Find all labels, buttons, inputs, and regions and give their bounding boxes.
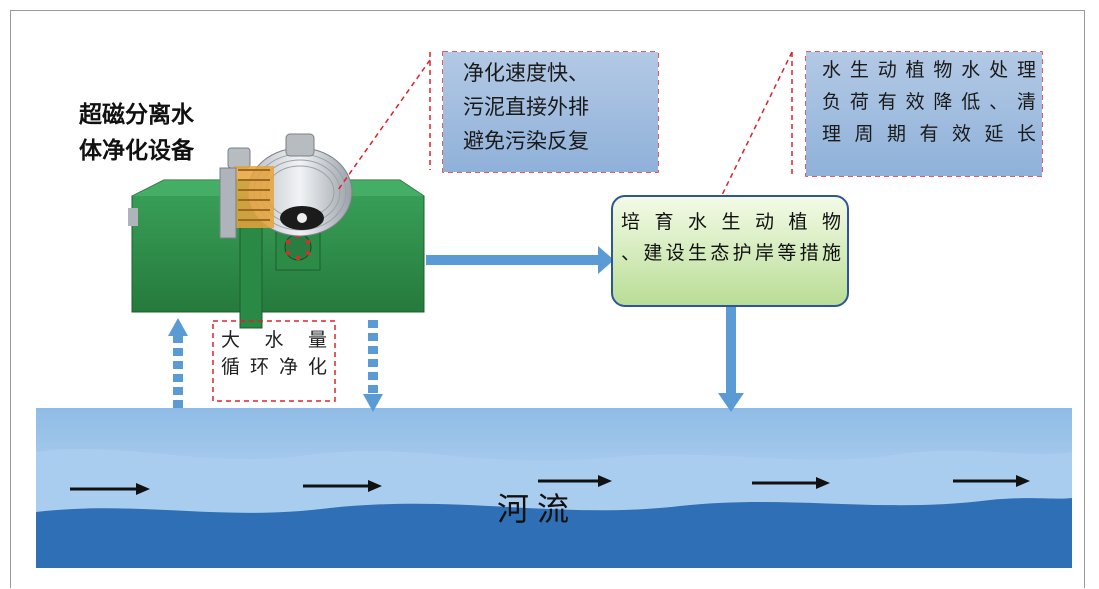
device-title: 超磁分离水 体净化设备 xyxy=(79,97,194,169)
measures-box: 培育水生动植物 、建设生态护岸等措施 xyxy=(611,195,849,307)
measures-line1: 培育水生动植物 xyxy=(621,211,841,233)
river-label: 河流 xyxy=(497,490,578,528)
benefit-right-line1: 水生动植物水处理 xyxy=(822,59,1036,81)
circulation-arrows xyxy=(168,318,383,412)
device-illustration xyxy=(128,133,425,329)
benefit-box-left: 净化速度快、 污泥直接外排 避免污染反复 xyxy=(443,52,658,172)
circulation-line2: 循环净化 xyxy=(221,356,327,378)
benefit-box-right: 水生动植物水处理 负荷有效降低、清 理周期有效延长 xyxy=(806,52,1042,176)
flow-arrows xyxy=(426,246,744,412)
device-title-line2: 体净化设备 xyxy=(79,138,194,164)
benefit-left-line2: 污泥直接外排 xyxy=(463,95,589,119)
benefit-left-line1: 净化速度快、 xyxy=(463,61,589,85)
benefit-left-line3: 避免污染反复 xyxy=(463,129,589,153)
river-flow-arrows xyxy=(70,475,1030,495)
circulation-box: 大水量 循环净化 xyxy=(213,321,335,401)
device-title-line1: 超磁分离水 xyxy=(79,102,194,128)
benefit-right-line2: 负荷有效降低、清 xyxy=(822,91,1036,113)
circulation-line1: 大水量 xyxy=(221,329,327,351)
benefit-right-line3: 理周期有效延长 xyxy=(822,123,1036,145)
river-water xyxy=(36,408,1072,568)
measures-line2: 、建设生态护岸等措施 xyxy=(621,242,841,264)
diagram-frame xyxy=(10,10,1085,588)
